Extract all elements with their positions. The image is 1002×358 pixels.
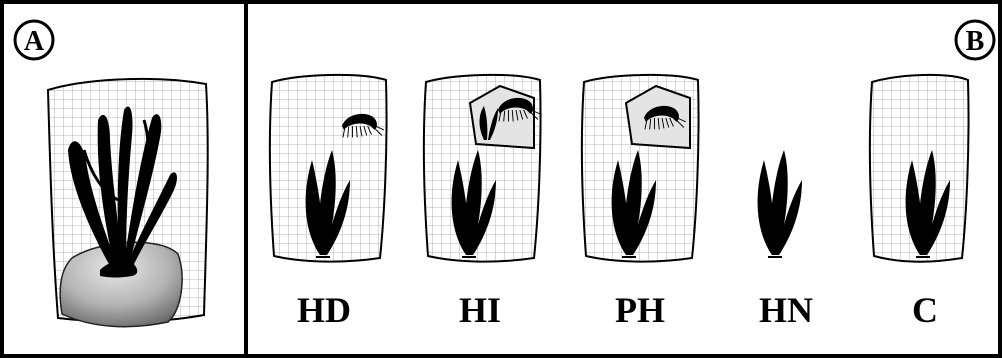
treatment-label-ph: PH bbox=[615, 290, 665, 330]
panel-a-letter: A bbox=[24, 26, 45, 57]
panel-b-letter: B bbox=[966, 26, 985, 57]
treatment-label-hd: HD bbox=[297, 290, 351, 330]
treatment-hd: HD bbox=[270, 75, 387, 330]
panel-b: B HD HI PH HN bbox=[270, 21, 994, 330]
panel-a: A bbox=[15, 21, 208, 327]
treatment-hi: HI bbox=[424, 75, 541, 330]
treatment-label-hi: HI bbox=[459, 290, 501, 330]
treatment-ph: PH bbox=[582, 75, 699, 330]
treatment-hn: HN bbox=[758, 150, 813, 330]
panel-b-badge: B bbox=[956, 21, 994, 59]
panel-a-badge: A bbox=[15, 21, 53, 59]
treatment-c: C bbox=[870, 75, 969, 330]
treatment-label-hn: HN bbox=[759, 290, 813, 330]
treatment-label-c: C bbox=[912, 290, 938, 330]
seaweed bbox=[758, 150, 802, 257]
